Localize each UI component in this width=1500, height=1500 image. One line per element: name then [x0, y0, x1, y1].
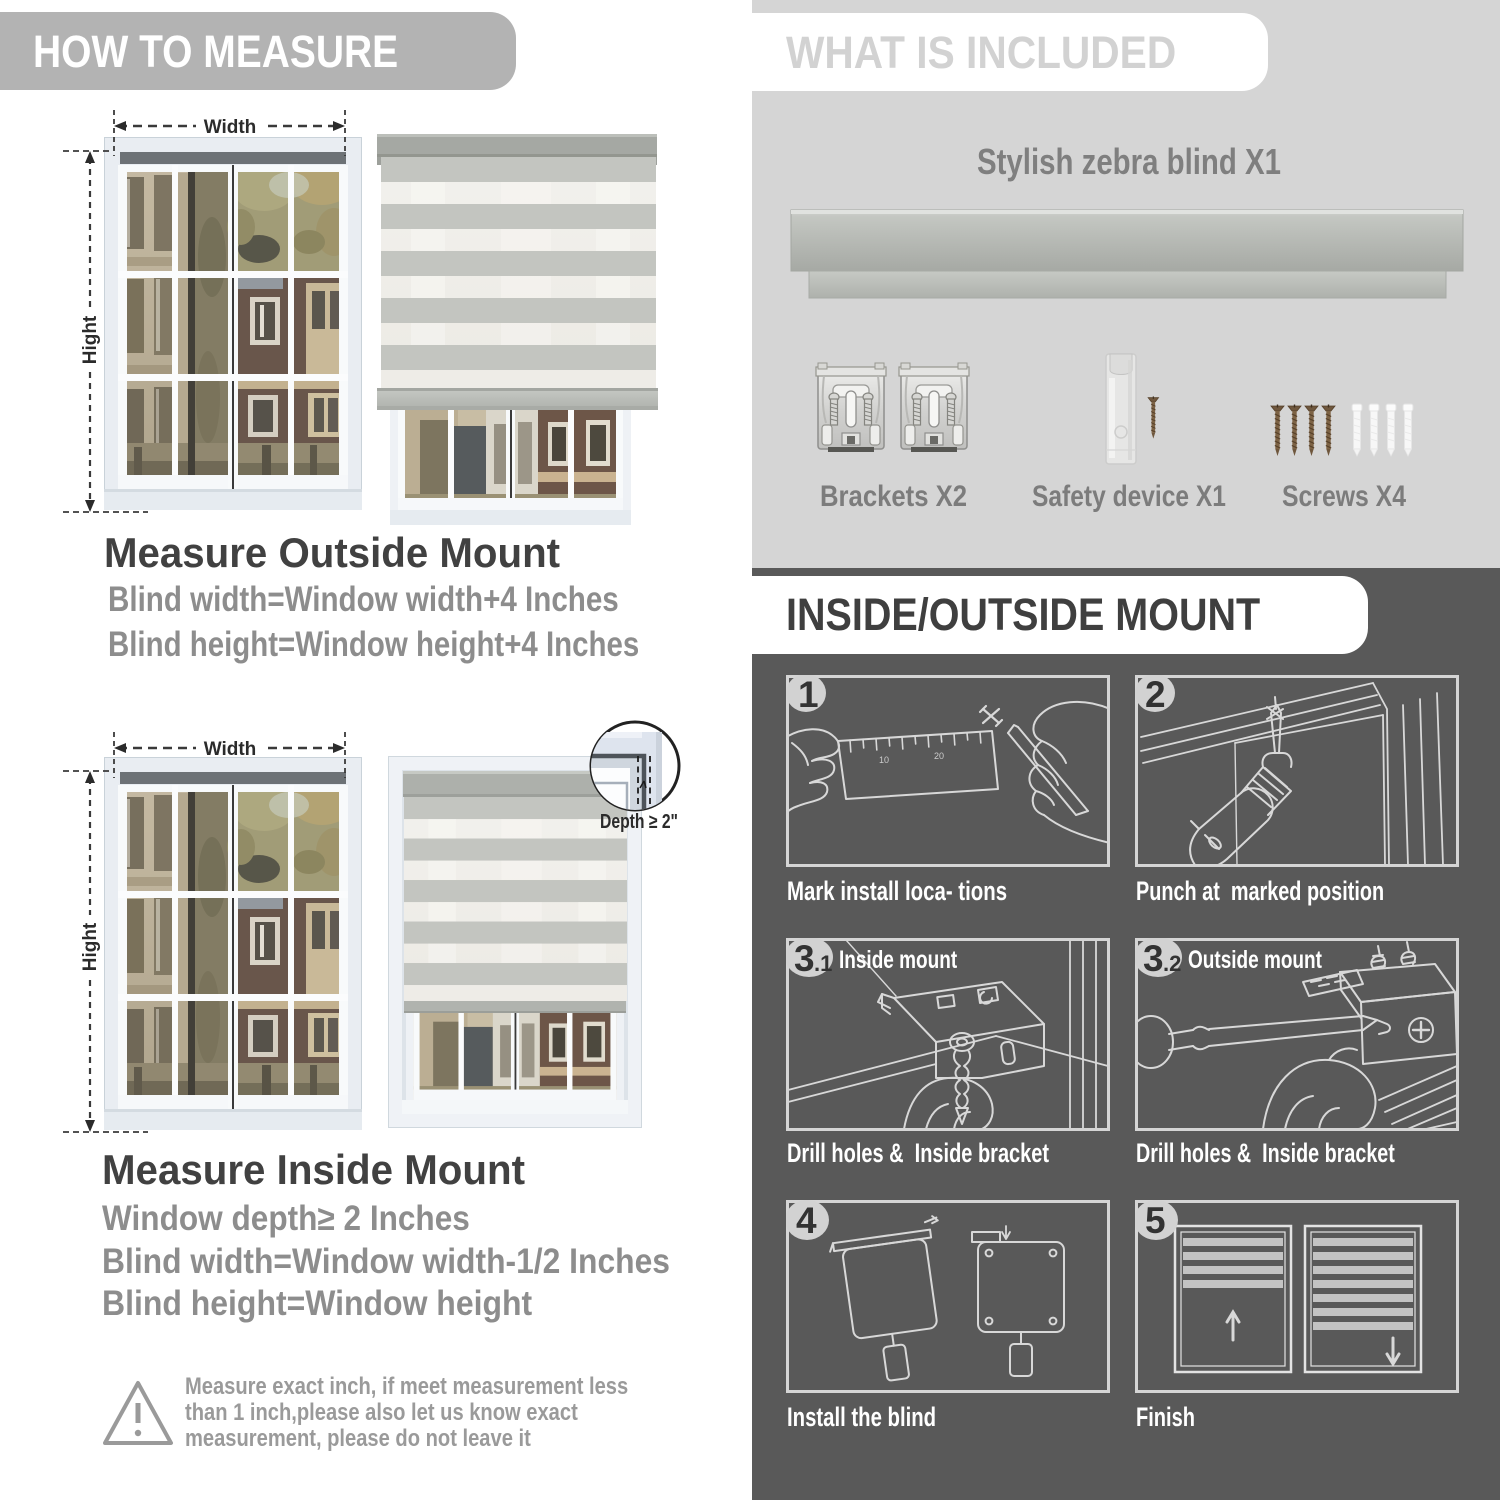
svg-text:Inside mount: Inside mount	[839, 945, 958, 973]
svg-text:5: 5	[1145, 1200, 1166, 1241]
svg-text:10: 10	[879, 755, 889, 765]
svg-text:2: 2	[1145, 675, 1166, 715]
svg-text:3: 3	[1143, 938, 1164, 979]
svg-text:1: 1	[798, 675, 819, 715]
svg-text:.1: .1	[814, 951, 832, 976]
svg-text:Outside mount: Outside mount	[1188, 945, 1322, 973]
svg-text:Hight: Hight	[80, 922, 101, 971]
svg-text:Hight: Hight	[80, 315, 101, 364]
svg-text:Width: Width	[204, 117, 257, 138]
svg-text:20: 20	[934, 751, 944, 761]
svg-text:4: 4	[796, 1200, 817, 1241]
svg-text:.2: .2	[1163, 951, 1181, 976]
svg-text:Width: Width	[204, 739, 257, 760]
svg-text:3: 3	[794, 938, 815, 979]
